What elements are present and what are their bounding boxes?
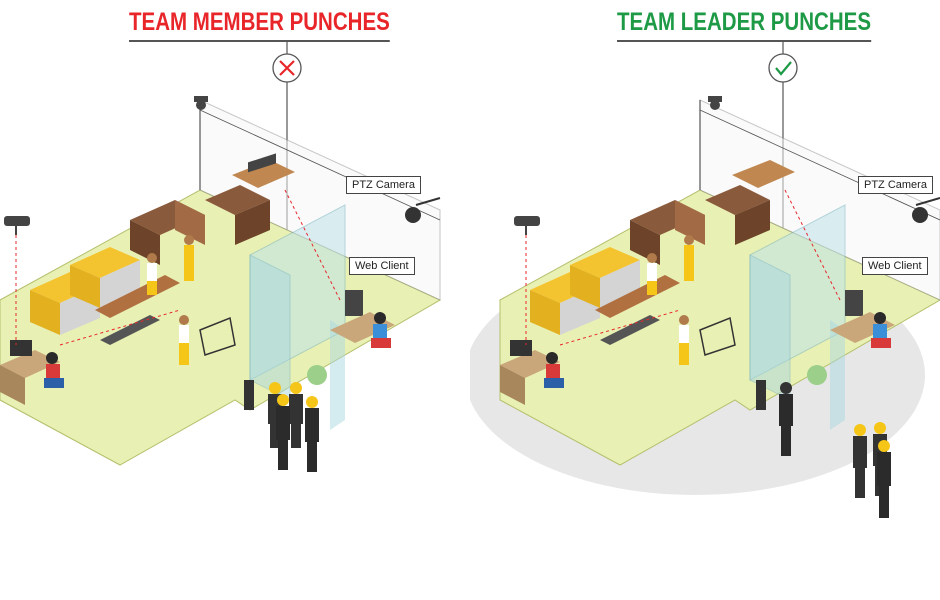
cross-icon <box>273 54 301 82</box>
panel-title: TEAM MEMBER PUNCHES <box>129 8 390 42</box>
ptz-camera-label: PTZ Camera <box>858 176 933 194</box>
panel-team-member: TEAM MEMBER PUNCHES PTZ Camera Web Clien… <box>0 0 470 600</box>
attendance-terminal <box>244 380 254 410</box>
web-client-label: Web Client <box>349 257 415 275</box>
bullet-camera-icon <box>4 216 30 235</box>
panel-title: TEAM LEADER PUNCHES <box>617 8 871 42</box>
web-client-label: Web Client <box>862 257 928 275</box>
team-members-group <box>268 382 319 472</box>
bullet-camera-icon <box>514 216 540 235</box>
plant <box>807 365 827 385</box>
plant <box>307 365 327 385</box>
attendance-terminal <box>756 380 766 410</box>
scene-left <box>0 0 470 600</box>
panel-team-leader: TEAM LEADER PUNCHES PTZ Camera Web Clien… <box>470 0 940 600</box>
check-icon <box>769 54 797 82</box>
scene-right <box>470 0 940 600</box>
ptz-camera-label: PTZ Camera <box>346 176 421 194</box>
